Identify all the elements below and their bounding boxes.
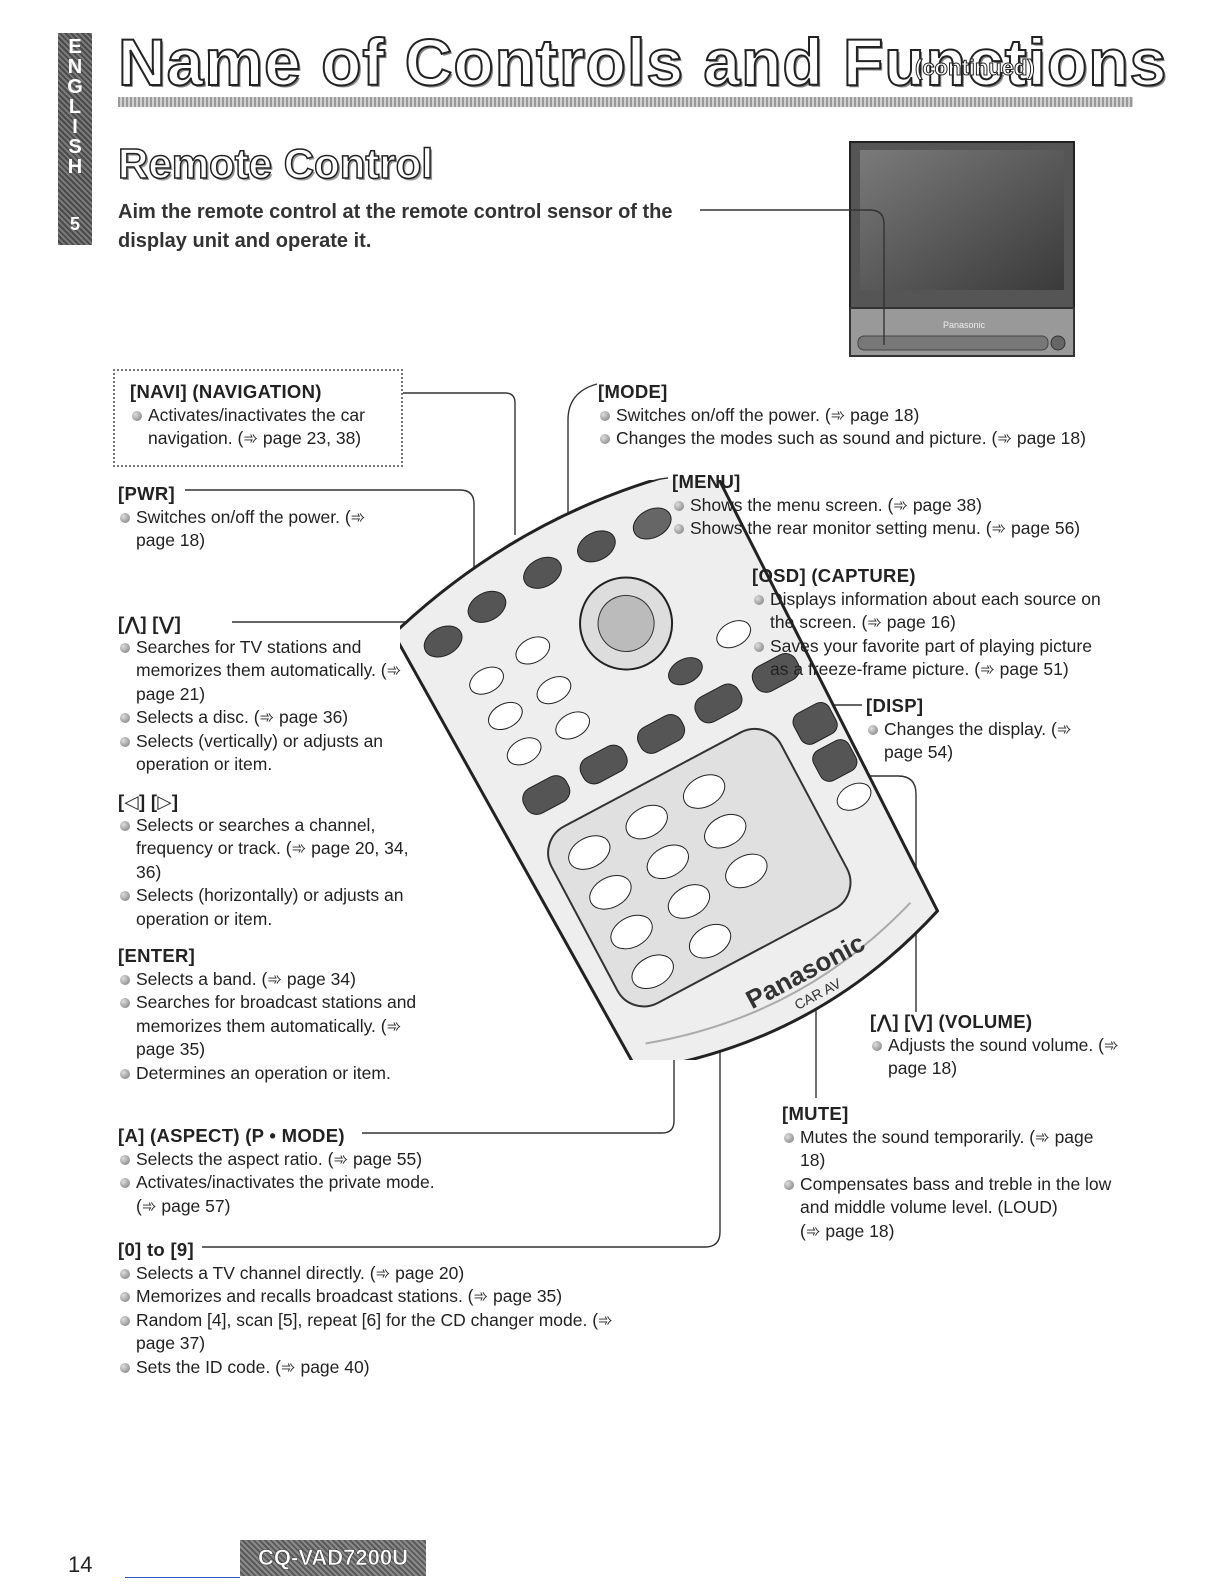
callout-leftright: [◁] [▷] Selects or searches a channel, f… — [118, 790, 428, 931]
lang-letter: S — [68, 136, 82, 158]
callout-enter-item: Selects a band. (➾ page 34) — [118, 968, 438, 992]
mode-button-image — [523, 556, 562, 589]
callout-disp-head: [DISP] — [866, 695, 924, 716]
lang-letter: G — [67, 76, 83, 98]
callout-numbers-item: Random [4], scan [5], repeat [6] for the… — [118, 1309, 638, 1356]
language-tab: E N G L I S H 5 — [58, 33, 92, 245]
callout-mute: [MUTE] Mutes the sound temporarily. (➾ p… — [782, 1102, 1112, 1243]
callout-mute-item: Mutes the sound temporarily. (➾ page 18) — [782, 1126, 1112, 1173]
navi-button-image — [467, 590, 507, 623]
callout-enter: [ENTER] Selects a band. (➾ page 34) Sear… — [118, 944, 438, 1085]
language-letters: E N G L I S H — [58, 37, 92, 177]
callout-updown-item: Searches for TV stations and memorizes t… — [118, 636, 408, 707]
callout-volume: [⋀] [⋁] (VOLUME) Adjusts the sound volum… — [870, 1010, 1120, 1081]
callout-mute-item: Compensates bass and treble in the low a… — [782, 1173, 1112, 1220]
callout-menu-item: Shows the rear monitor setting menu. (➾ … — [672, 517, 1122, 541]
osd-button-image — [632, 507, 672, 540]
page-title: Name of Controls and Functions — [117, 24, 1168, 100]
callout-leftright-head: [◁] [▷] — [118, 791, 179, 812]
navi-highlight-box — [113, 369, 403, 467]
callout-updown: [⋀] [⋁] Searches for TV stations and mem… — [118, 612, 408, 777]
callout-enter-item: Searches for broadcast stations and memo… — [118, 991, 438, 1062]
callout-navi-head: [NAVI] (NAVIGATION) — [130, 381, 322, 402]
callout-updown-item: Selects a disc. (➾ page 36) — [118, 706, 408, 730]
callout-volume-item: Adjusts the sound volume. (➾ page 18) — [870, 1034, 1120, 1081]
callout-menu-item: Shows the menu screen. (➾ page 38) — [672, 494, 1122, 518]
callout-enter-head: [ENTER] — [118, 945, 196, 966]
callout-osd-item: Displays information about each source o… — [752, 588, 1112, 635]
display-unit-image: Panasonic — [849, 141, 1075, 357]
menu-button-image — [577, 530, 616, 563]
pause-button-image — [637, 714, 686, 754]
callout-pwr: [PWR] Switches on/off the power. (➾ page… — [118, 482, 408, 553]
callout-osd-head: [OSD] (CAPTURE) — [752, 565, 916, 586]
footer-rule — [125, 1577, 240, 1578]
callout-enter-item: Determines an operation or item. — [118, 1062, 438, 1086]
lang-letter: H — [67, 156, 83, 178]
callout-disp-item: Changes the display. (➾ page 54) — [866, 718, 1106, 765]
callout-osd-item: Saves your favorite part of playing pict… — [752, 635, 1112, 682]
callout-volume-head: [⋀] [⋁] (VOLUME) — [870, 1011, 1033, 1032]
callout-aspect-head: [A] (ASPECT) (P • MODE) — [118, 1125, 345, 1146]
callout-numbers-item: Sets the ID code. (➾ page 40) — [118, 1356, 638, 1380]
title-divider — [118, 97, 1133, 107]
callout-numbers: [0] to [9] Selects a TV channel directly… — [118, 1238, 638, 1379]
lang-letter: I — [72, 116, 78, 138]
lang-letter: N — [67, 56, 83, 78]
section-intro: Aim the remote control at the remote con… — [118, 201, 673, 252]
callout-pwr-head: [PWR] — [118, 483, 175, 504]
callout-menu: [MENU] Shows the menu screen. (➾ page 38… — [672, 470, 1122, 541]
callout-mute-ref: (➾ page 18) — [800, 1220, 895, 1241]
callout-leftright-item: Selects (horizontally) or adjusts an ope… — [118, 884, 428, 931]
callout-navi: [NAVI] (NAVIGATION) Activates/inactivate… — [130, 380, 400, 451]
callout-numbers-item: Memorizes and recalls broadcast stations… — [118, 1285, 638, 1309]
callout-mode: [MODE] Switches on/off the power. (➾ pag… — [598, 380, 1118, 451]
section-number: 5 — [69, 214, 80, 234]
callout-mode-head: [MODE] — [598, 381, 668, 402]
lang-letter: L — [68, 96, 82, 118]
callout-mute-head: [MUTE] — [782, 1103, 849, 1124]
lang-letter: E — [68, 36, 82, 58]
callout-aspect-item: Selects the aspect ratio. (➾ page 55) — [118, 1148, 458, 1172]
model-badge: CQ-VAD7200U — [240, 1540, 426, 1576]
callout-osd: [OSD] (CAPTURE) Displays information abo… — [752, 564, 1112, 682]
callout-aspect-item: Activates/inactivates the private mode. … — [118, 1171, 458, 1218]
callout-updown-item: Selects (vertically) or adjusts an opera… — [118, 730, 408, 777]
callout-leftright-item: Selects or searches a channel, frequency… — [118, 814, 428, 885]
callout-aspect: [A] (ASPECT) (P • MODE) Selects the aspe… — [118, 1124, 458, 1218]
pwr-button-image — [423, 625, 463, 658]
callout-updown-head: [⋀] [⋁] — [118, 613, 182, 634]
callout-numbers-head: [0] to [9] — [118, 1239, 194, 1260]
callout-mode-item: Changes the modes such as sound and pict… — [598, 427, 1118, 451]
section-title: Remote Control — [117, 139, 434, 188]
callout-menu-head: [MENU] — [672, 471, 741, 492]
page-title-suffix: (continued) — [915, 55, 1036, 81]
callout-mode-item: Switches on/off the power. (➾ page 18) — [598, 404, 1118, 428]
callout-pwr-item: Switches on/off the power. (➾ page 18) — [118, 506, 408, 553]
display-brand: Panasonic — [943, 320, 986, 330]
volume-down-button-image — [812, 739, 858, 782]
callout-navi-item: Activates/inactivates the car navigation… — [130, 404, 400, 451]
play-button-image — [579, 744, 628, 785]
stop-button-image — [522, 775, 571, 815]
volume-up-button-image — [792, 702, 838, 745]
callout-disp: [DISP] Changes the display. (➾ page 54) — [866, 694, 1106, 765]
callout-numbers-item: Selects a TV channel directly. (➾ page 2… — [118, 1262, 638, 1286]
remote-control-image: Panasonic CAR AV — [400, 480, 940, 1060]
page-number: 14 — [68, 1552, 93, 1577]
